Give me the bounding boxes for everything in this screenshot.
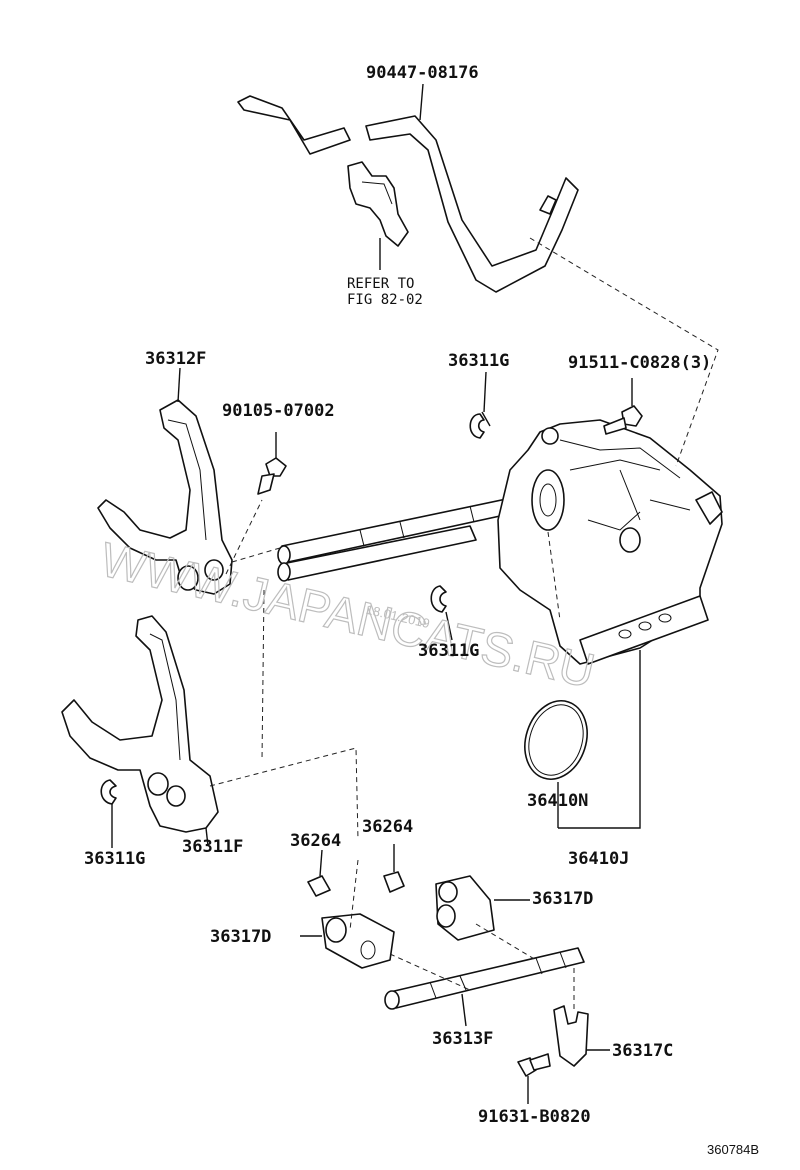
shift-fork-lower <box>61 615 219 847</box>
shift-head-right <box>435 875 530 941</box>
label-snap-ring-top: 36311G <box>448 351 509 371</box>
shift-housing <box>497 419 723 665</box>
snap-ring-mid <box>430 585 453 641</box>
label-fork-upper: 36312F <box>145 349 206 369</box>
label-refer-line2: FIG 82-02 <box>347 292 423 308</box>
shift-shaft <box>384 947 585 1027</box>
label-bolt-fork: 90105-07002 <box>222 401 335 421</box>
o-ring <box>524 650 641 829</box>
label-o-ring: 36410N <box>527 791 588 811</box>
label-pin-right: 36264 <box>362 817 413 837</box>
shift-bracket <box>553 1005 610 1067</box>
housing-bolt <box>603 378 643 435</box>
shift-fork-upper <box>97 399 233 595</box>
fork-bolt <box>257 432 287 495</box>
hose-clamp <box>347 161 409 270</box>
snap-ring-low <box>100 779 117 848</box>
label-fork-lower: 36311F <box>182 837 243 857</box>
pin-right <box>383 844 405 893</box>
label-bolt-bracket: 91631-B0820 <box>478 1107 591 1127</box>
label-snap-ring-mid: 36311G <box>418 641 479 661</box>
alignment-lines <box>209 237 719 1010</box>
pin-left <box>307 849 331 897</box>
bracket-bolt <box>517 1053 551 1104</box>
shift-head-left <box>300 913 395 969</box>
label-snap-ring-low: 36311G <box>84 849 145 869</box>
label-shaft: 36313F <box>432 1029 493 1049</box>
label-hose: 90447-08176 <box>366 63 479 83</box>
drawing-id: 360784B <box>707 1142 759 1157</box>
label-pin-left: 36264 <box>290 831 341 851</box>
label-head-left: 36317D <box>210 927 271 947</box>
snap-ring-top <box>469 371 491 439</box>
label-bracket: 36317C <box>612 1041 673 1061</box>
label-bolt-housing: 91511-C0828(3) <box>568 353 711 373</box>
label-refer-line1: REFER TO <box>347 276 414 292</box>
label-head-right: 36317D <box>532 889 593 909</box>
breather-hose <box>237 83 579 293</box>
label-housing-assy: 36410J <box>568 849 629 869</box>
